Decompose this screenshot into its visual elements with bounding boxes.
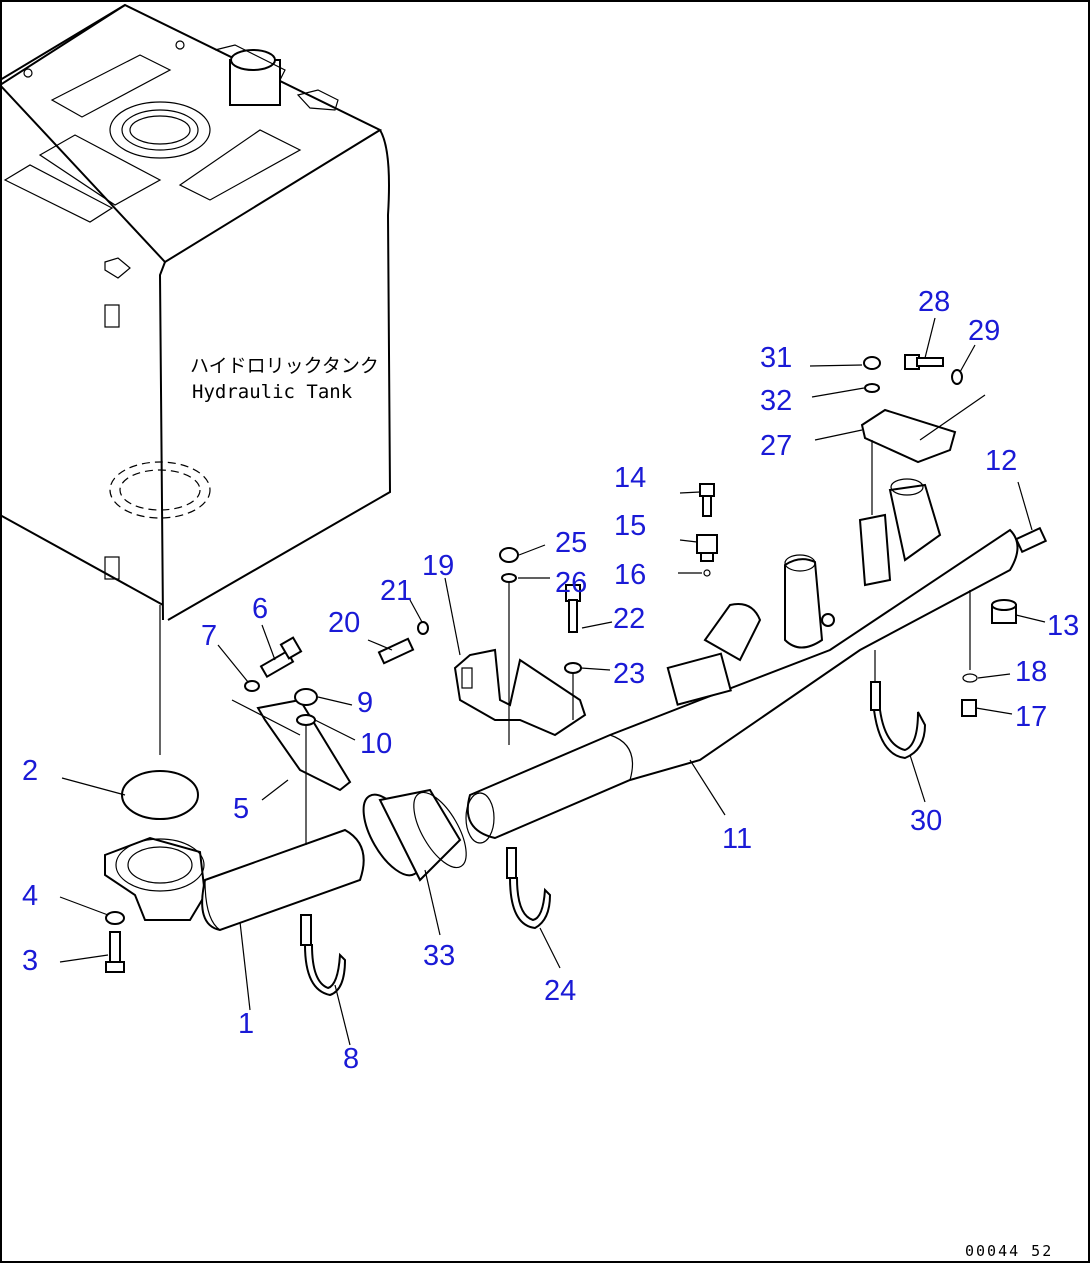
callout-10: 10 xyxy=(360,728,392,760)
hydraulic-tank: ハイドロリックタンク Hydraulic Tank xyxy=(0,3,392,621)
callout-9: 9 xyxy=(357,687,373,719)
fitting-15 xyxy=(696,534,718,562)
callout-17: 17 xyxy=(1015,701,1047,733)
fitting-14 xyxy=(699,483,715,517)
bolt-20 xyxy=(377,637,415,665)
tank-label-jp: ハイドロリックタンク xyxy=(190,355,379,377)
washer-small xyxy=(244,680,260,692)
callout-23: 23 xyxy=(613,658,645,690)
nut xyxy=(294,688,318,706)
callout-32: 32 xyxy=(760,385,792,417)
callout-21: 21 xyxy=(380,575,412,607)
callouts: 1 2 3 4 5 6 7 8 9 10 11 12 13 14 15 16 1… xyxy=(22,286,1079,1075)
clamp-30 xyxy=(870,650,927,760)
callout-26: 26 xyxy=(555,567,587,599)
bracket-large xyxy=(453,648,587,737)
callout-3: 3 xyxy=(22,945,38,977)
plug-17 xyxy=(961,699,977,717)
bolt-28 xyxy=(904,354,944,370)
bolt-22 xyxy=(565,584,581,633)
leader-lines xyxy=(59,317,1046,1046)
callout-14: 14 xyxy=(614,462,646,494)
elbow-pipe xyxy=(104,828,365,932)
callout-31: 31 xyxy=(760,342,792,374)
callout-18: 18 xyxy=(1015,656,1047,688)
callout-5: 5 xyxy=(233,793,249,825)
washer-21 xyxy=(417,621,429,635)
callout-12: 12 xyxy=(985,445,1017,477)
callout-7: 7 xyxy=(201,620,217,652)
bolt xyxy=(105,931,125,973)
tank-label-en: Hydraulic Tank xyxy=(192,381,353,403)
callout-19: 19 xyxy=(422,550,454,582)
bracket-small xyxy=(256,698,352,792)
drawing-code: 00044 52 xyxy=(965,1242,1053,1260)
plug-12 xyxy=(1014,526,1048,554)
washer-10 xyxy=(296,714,316,726)
callout-15: 15 xyxy=(614,510,646,542)
callout-27: 27 xyxy=(760,430,792,462)
callout-29: 29 xyxy=(968,315,1000,347)
washer-32 xyxy=(864,383,880,393)
callout-16: 16 xyxy=(614,559,646,591)
hose-coupling xyxy=(362,788,467,882)
main-pipe xyxy=(465,478,1019,844)
washer-26 xyxy=(501,573,517,583)
callout-33: 33 xyxy=(423,940,455,972)
callout-25: 25 xyxy=(555,527,587,559)
callout-20: 20 xyxy=(328,607,360,639)
callout-11: 11 xyxy=(722,823,752,855)
callout-4: 4 xyxy=(22,880,38,912)
callout-8: 8 xyxy=(343,1043,359,1075)
callout-13: 13 xyxy=(1047,610,1079,642)
washer xyxy=(105,911,125,925)
callout-24: 24 xyxy=(544,975,576,1007)
nut-25 xyxy=(499,547,519,563)
clamp xyxy=(300,914,347,997)
washer-23 xyxy=(564,662,582,674)
bolt-small xyxy=(259,636,303,679)
bracket-top xyxy=(860,408,957,464)
o-ring-18 xyxy=(962,673,978,683)
callout-22: 22 xyxy=(613,603,645,635)
callout-28: 28 xyxy=(918,286,950,318)
callout-30: 30 xyxy=(910,805,942,837)
o-ring xyxy=(703,569,711,577)
washer-29 xyxy=(951,369,963,385)
clamp-24 xyxy=(506,847,552,930)
gasket xyxy=(121,770,199,820)
callout-2: 2 xyxy=(22,755,38,787)
callout-6: 6 xyxy=(252,593,268,625)
bolt-13 xyxy=(991,599,1017,624)
nut-31 xyxy=(863,356,881,370)
callout-1: 1 xyxy=(238,1008,254,1040)
